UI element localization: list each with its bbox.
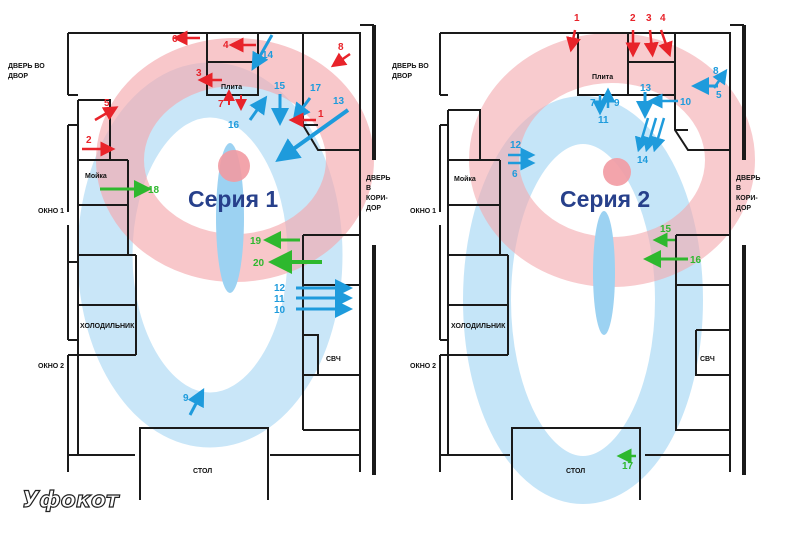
- arrow-number: 8: [338, 42, 344, 53]
- blue-center-zone: [593, 211, 615, 335]
- arrows-series-1: [82, 30, 353, 416]
- room-outline: [439, 32, 731, 472]
- arrow-number: 13: [333, 96, 345, 107]
- arrow-number: 9: [614, 98, 620, 109]
- arrow-number: 12: [510, 140, 522, 151]
- door-corridor-label-1: ДВЕРЬ: [366, 175, 390, 182]
- sink-label: Мойка: [85, 172, 107, 180]
- arrow-number: 13: [640, 83, 652, 94]
- table-label: СТОЛ: [193, 468, 212, 475]
- arrow-number: 4: [223, 40, 229, 51]
- arrow-number: 16: [228, 120, 240, 131]
- microwave-label: СВЧ: [700, 356, 715, 363]
- door-yard-label-1: ДВЕРЬ ВО: [392, 63, 429, 70]
- right-cabinets: [675, 234, 730, 431]
- arrow-number: 2: [86, 135, 92, 146]
- arrow-number: 20: [253, 258, 265, 269]
- arrows-series-2: [508, 29, 728, 464]
- door-corridor-label-1: ДВЕРЬ: [736, 175, 760, 182]
- door-corridor-label-2: В: [736, 185, 741, 192]
- stove-label: Плита: [592, 74, 613, 81]
- arrow-number: 5: [104, 98, 110, 109]
- door-corridor-label-3: КОРИ-: [366, 195, 388, 202]
- door-corridor-label-4: ДОР: [366, 205, 381, 212]
- door-yard-label-2: ДВОР: [8, 73, 28, 80]
- door-corridor-label-2: В: [366, 185, 371, 192]
- arrow-number: 9: [183, 393, 189, 404]
- arrow-number: 15: [274, 81, 286, 92]
- arrow-number: 6: [512, 169, 518, 180]
- arrow-number: 1: [574, 13, 580, 24]
- arrow-number: 14: [637, 155, 649, 166]
- panel-series-1: ДВЕРЬ ВО ДВОР ДВЕРЬ В КОРИ- ДОР ОКНО 1 О…: [8, 24, 390, 500]
- fridge-label: ХОЛОДИЛЬНИК: [451, 323, 506, 330]
- red-center-zone: [603, 158, 631, 186]
- left-counter: [447, 109, 509, 455]
- window1-label: ОКНО 1: [410, 208, 436, 215]
- arrow-number: 3: [646, 13, 652, 24]
- table-shape: [139, 427, 269, 500]
- arrow-number: 2: [630, 13, 636, 24]
- arrow-number: 11: [274, 294, 285, 305]
- arrow-number: 1: [318, 109, 324, 120]
- microwave-label: СВЧ: [326, 356, 341, 363]
- sink-label: Мойка: [454, 175, 476, 183]
- blue-ring-zone: [463, 96, 703, 504]
- arrow-number: 17: [622, 461, 634, 472]
- series-title: Серия 2: [560, 186, 650, 212]
- panel-series-2: ДВЕРЬ ВО ДВОР ДВЕРЬ В КОРИ- ДОР ОКНО 1 О…: [392, 13, 760, 504]
- arrow-number: 7: [218, 99, 224, 110]
- arrow-number: 10: [274, 305, 286, 316]
- window2-label: ОКНО 2: [38, 363, 64, 370]
- window2-label: ОКНО 2: [410, 363, 436, 370]
- arrow-number: 18: [148, 185, 160, 196]
- arrow-number: 11: [598, 115, 609, 126]
- arrow-number: 10: [680, 97, 692, 108]
- arrow-number: 4: [660, 13, 666, 24]
- arrow-number: 17: [310, 83, 322, 94]
- arrow-number: 15: [660, 224, 672, 235]
- stove-label: Плита: [221, 84, 242, 91]
- arrow-number: 6: [172, 34, 178, 45]
- room-outline: [67, 32, 361, 472]
- arrow-number: 14: [262, 50, 274, 61]
- ufokot-logo: Уфокот: [22, 488, 120, 513]
- arrow-number: 8: [713, 66, 719, 77]
- fridge-label: ХОЛОДИЛЬНИК: [80, 323, 135, 330]
- arrow-number: 3: [196, 68, 202, 79]
- door-yard-label-1: ДВЕРЬ ВО: [8, 63, 45, 70]
- door-corridor-label-4: ДОР: [736, 205, 751, 212]
- table-label: СТОЛ: [566, 468, 585, 475]
- door-yard-label-2: ДВОР: [392, 73, 412, 80]
- series-title: Серия 1: [188, 186, 278, 212]
- arrow-number: 12: [274, 283, 286, 294]
- window1-label: ОКНО 1: [38, 208, 64, 215]
- left-window-frame: [440, 94, 448, 356]
- arrow-number: 5: [716, 90, 722, 101]
- right-cabinets: [302, 234, 360, 431]
- table-shape: [511, 427, 641, 500]
- arrow-number: 19: [250, 236, 262, 247]
- left-window-frame: [68, 94, 78, 356]
- red-center-zone: [218, 150, 250, 182]
- left-counter: [77, 99, 137, 455]
- arrow-number: 16: [690, 255, 702, 266]
- door-corridor-label-3: КОРИ-: [736, 195, 758, 202]
- arrow-number: 7: [590, 98, 596, 109]
